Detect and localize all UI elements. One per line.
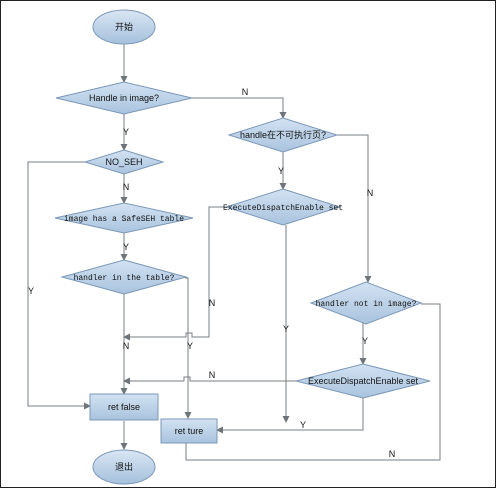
- decision-safeseh-table-label: image has a SafeSEH table: [64, 215, 184, 224]
- edges: [27, 44, 441, 461]
- edge-label-noseh-n: N: [123, 182, 130, 192]
- edge-label-ed2-y: Y: [300, 420, 306, 430]
- edge-hni-n: [185, 303, 441, 461]
- decision-exec-dispatch-2: ExecuteDispatchEnable set: [295, 363, 431, 399]
- edge-hit-y: [184, 277, 192, 419]
- decision-exec-dispatch-2-label: ExecuteDispatchEnable set: [308, 376, 419, 386]
- process-ret-true: ret ture: [160, 418, 218, 444]
- decision-no-seh-label: NO_SEH: [105, 157, 142, 167]
- edge-labels: N Y Y N N Y Y N Y N Y Y N Y N: [28, 87, 395, 459]
- end-label: 退出: [115, 461, 133, 472]
- edge-label-ed2-n: N: [209, 370, 216, 380]
- edge-label-top-n: N: [242, 87, 249, 97]
- decision-handler-not-in-image-label: handler not in image?: [316, 300, 417, 309]
- process-ret-false-label: ret false: [108, 402, 140, 412]
- edge-ed2-y: [216, 397, 364, 434]
- decision-handle-not-exec-label: handle在不可执行页?: [240, 129, 326, 140]
- end-node: 退出: [92, 449, 156, 485]
- edge-label-ed1-n: N: [209, 298, 216, 308]
- decision-safeseh-table: image has a SafeSEH table: [54, 202, 194, 234]
- edge-label-hni-y: Y: [362, 336, 368, 346]
- edge-label-handle-y: Y: [123, 127, 129, 137]
- decision-handler-in-table: handler in the table?: [60, 259, 188, 295]
- start-label: 开始: [115, 21, 133, 32]
- decision-handle-in-image: Handle in image?: [55, 81, 193, 115]
- decision-exec-dispatch-1-label: ExecuteDispatchEnable set: [223, 204, 343, 213]
- edge-label-hit-n: N: [123, 341, 130, 351]
- decision-handle-not-exec: handle在不可执行页?: [227, 117, 339, 153]
- edge-label-ed1-y: Y: [283, 324, 289, 334]
- process-ret-false: ret false: [89, 393, 159, 421]
- edge-ed1-n: [123, 206, 233, 341]
- decision-no-seh: NO_SEH: [83, 149, 165, 175]
- edge-noseh-y: [27, 161, 91, 410]
- decision-handler-not-in-image: handler not in image?: [309, 281, 423, 325]
- edge-label-hit-y: Y: [187, 341, 193, 351]
- edge-nx-n: [337, 134, 372, 283]
- edge-label-bottom-n: N: [389, 449, 396, 459]
- process-ret-true-label: ret ture: [175, 426, 204, 436]
- edge-handle-n: [192, 97, 287, 119]
- edge-label-nx-n: N: [367, 188, 374, 198]
- edge-ed2-n: [123, 376, 298, 385]
- start-node: 开始: [92, 9, 156, 45]
- decision-handle-in-image-label: Handle in image?: [89, 93, 159, 103]
- edge-label-safeseh-y: Y: [123, 242, 129, 252]
- edge-label-nx-y: Y: [278, 166, 284, 176]
- decision-handler-in-table-label: handler in the table?: [74, 274, 175, 283]
- edge-label-noseh-y: Y: [28, 286, 34, 296]
- decision-exec-dispatch-1: ExecuteDispatchEnable set: [223, 188, 343, 226]
